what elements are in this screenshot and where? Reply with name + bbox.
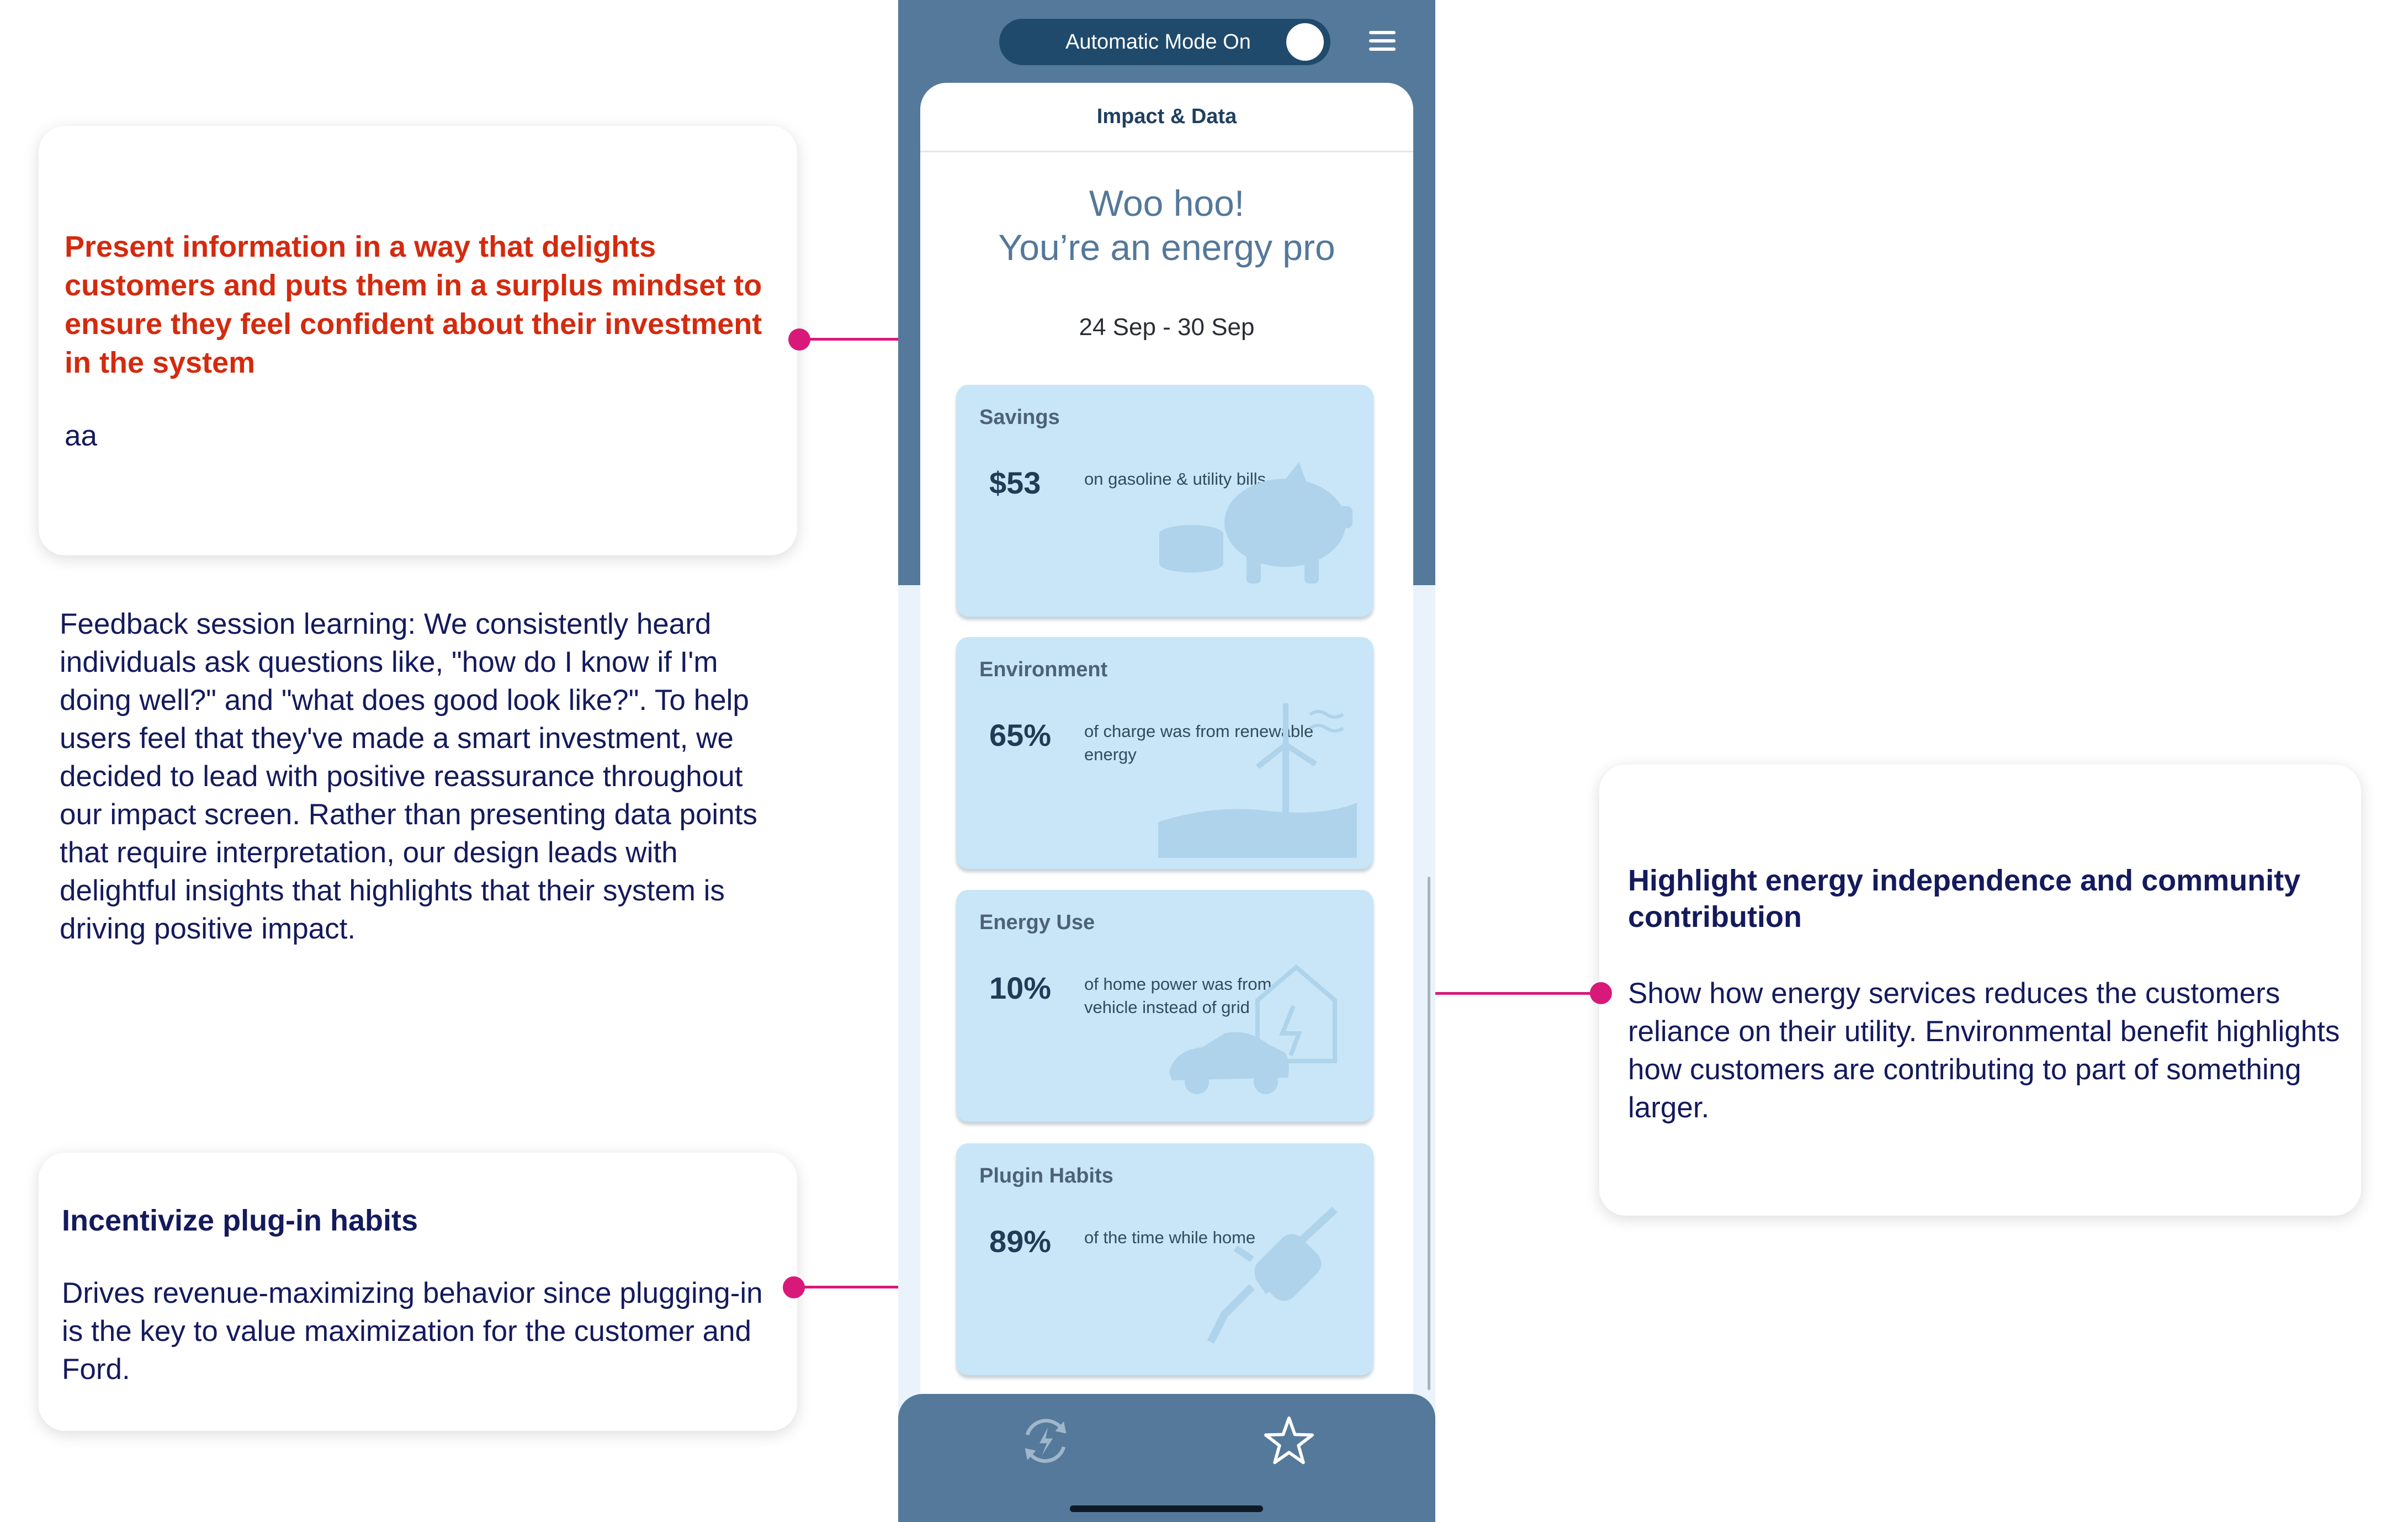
- energy-cycle-icon[interactable]: [1015, 1410, 1076, 1471]
- toggle-knob: [1286, 23, 1324, 61]
- connector-line-delight: [799, 338, 976, 341]
- metric-title: Savings: [979, 406, 1060, 429]
- connector-line-independence: [1400, 992, 1610, 995]
- metric-value: 65%: [989, 718, 1052, 752]
- house-car-icon: [1169, 964, 1337, 1094]
- annotation-body-plugin: Drives revenue-maximizing behavior since…: [62, 1277, 763, 1386]
- connector-dot-independence: [1590, 982, 1612, 1004]
- annotation-heading-independence: Highlight energy independence and commun…: [1628, 864, 2301, 934]
- annotation-heading-delight: Present information in a way that deligh…: [65, 230, 762, 379]
- metric-card-environment[interactable]: Environment 65% of charge was from renew…: [956, 637, 1373, 869]
- connector-line-plugin: [794, 1286, 970, 1288]
- automatic-mode-toggle[interactable]: Automatic Mode On: [999, 19, 1330, 65]
- feedback-paragraph: Feedback session learning: We consistent…: [60, 608, 757, 945]
- metric-value: 10%: [989, 971, 1052, 1005]
- metric-card-savings[interactable]: Savings $53 on gasoline & utility bills: [956, 385, 1373, 617]
- date-range: 24 Sep - 30 Sep: [1079, 314, 1255, 341]
- metric-value: 89%: [989, 1224, 1052, 1259]
- hamburger-menu-icon[interactable]: [1369, 31, 1396, 53]
- bottom-tab-bar: [898, 1394, 1435, 1522]
- annotation-note: aa: [65, 420, 97, 452]
- annotation-card-plugin: [39, 1153, 797, 1431]
- scrollbar[interactable]: [1428, 877, 1430, 1390]
- metric-description: of charge was from renewable energy: [1084, 722, 1314, 764]
- metric-value: $53: [989, 465, 1041, 500]
- automatic-mode-label: Automatic Mode On: [1065, 30, 1251, 54]
- metric-title: Plugin Habits: [979, 1164, 1113, 1187]
- screen-title: Impact & Data: [1096, 105, 1237, 128]
- metric-title: Environment: [979, 658, 1108, 681]
- title-divider: [920, 151, 1413, 152]
- piggy-bank-icon: [1159, 462, 1352, 584]
- metric-card-plugin-habits[interactable]: Plugin Habits 89% of the time while home: [956, 1143, 1373, 1375]
- greeting-line2: You’re an energy pro: [998, 227, 1335, 268]
- greeting-line1: Woo hoo!: [1089, 183, 1245, 224]
- annotation-body-independence: Show how energy services reduces the cus…: [1628, 977, 2340, 1124]
- plug-icon: [1207, 1206, 1338, 1344]
- annotation-heading-plugin: Incentivize plug-in habits: [62, 1204, 418, 1237]
- star-icon[interactable]: [1263, 1415, 1316, 1466]
- annotation-card-independence: [1599, 765, 2361, 1216]
- metric-description: of the time while home: [1084, 1228, 1256, 1247]
- metric-description: on gasoline & utility bills: [1084, 469, 1266, 489]
- wind-turbine-icon: [1158, 703, 1357, 858]
- home-indicator: [1070, 1505, 1263, 1512]
- annotation-card-delight: [39, 126, 797, 555]
- metric-description: of home power was from vehicle instead o…: [1084, 974, 1272, 1017]
- metric-title: Energy Use: [979, 911, 1095, 934]
- metric-card-energy-use[interactable]: Energy Use 10% of home power was from ve…: [956, 890, 1373, 1122]
